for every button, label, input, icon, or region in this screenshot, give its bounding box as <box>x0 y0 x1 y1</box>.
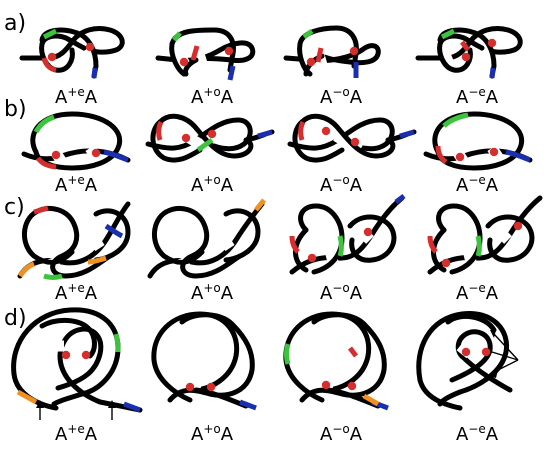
caption-d3: A−oA <box>320 422 363 445</box>
row-label-c: c) <box>4 195 25 220</box>
panel-d1 <box>11 307 143 420</box>
caption-a3: A−oA <box>320 85 363 108</box>
panel-c4 <box>427 195 543 275</box>
caption-c4: A−eA <box>456 281 499 304</box>
panel-c3 <box>289 194 406 275</box>
panel-a4 <box>415 26 523 79</box>
panel-a1 <box>19 26 125 79</box>
panel-b4 <box>423 111 533 171</box>
panel-a2 <box>155 27 256 81</box>
caption-a1: A+eA <box>55 85 98 108</box>
caption-b2: A+oA <box>191 173 234 196</box>
panel-d2 <box>151 311 257 411</box>
caption-a4: A−eA <box>456 85 499 108</box>
caption-b4: A−eA <box>456 173 499 196</box>
panel-c1 <box>17 201 131 280</box>
panel-c2 <box>147 198 266 279</box>
row-label-b: b) <box>4 97 27 122</box>
panel-b3 <box>287 113 417 163</box>
panel-b2 <box>145 113 275 163</box>
caption-a2: A+oA <box>191 85 234 108</box>
caption-b1: A+eA <box>55 173 98 196</box>
panel-b1 <box>21 111 131 171</box>
row-label-d: d) <box>4 306 27 331</box>
caption-c1: A+eA <box>55 281 98 304</box>
caption-d4: A−eA <box>456 422 499 445</box>
caption-c2: A+oA <box>191 281 234 304</box>
panel-a3 <box>283 25 381 78</box>
panel-d4 <box>416 311 519 411</box>
caption-b3: A−oA <box>320 173 363 196</box>
caption-c3: A−oA <box>320 281 363 304</box>
panel-d3 <box>283 311 389 411</box>
caption-d2: A+oA <box>191 422 234 445</box>
caption-d1: A+eA <box>55 422 98 445</box>
row-label-a: a) <box>4 11 26 36</box>
